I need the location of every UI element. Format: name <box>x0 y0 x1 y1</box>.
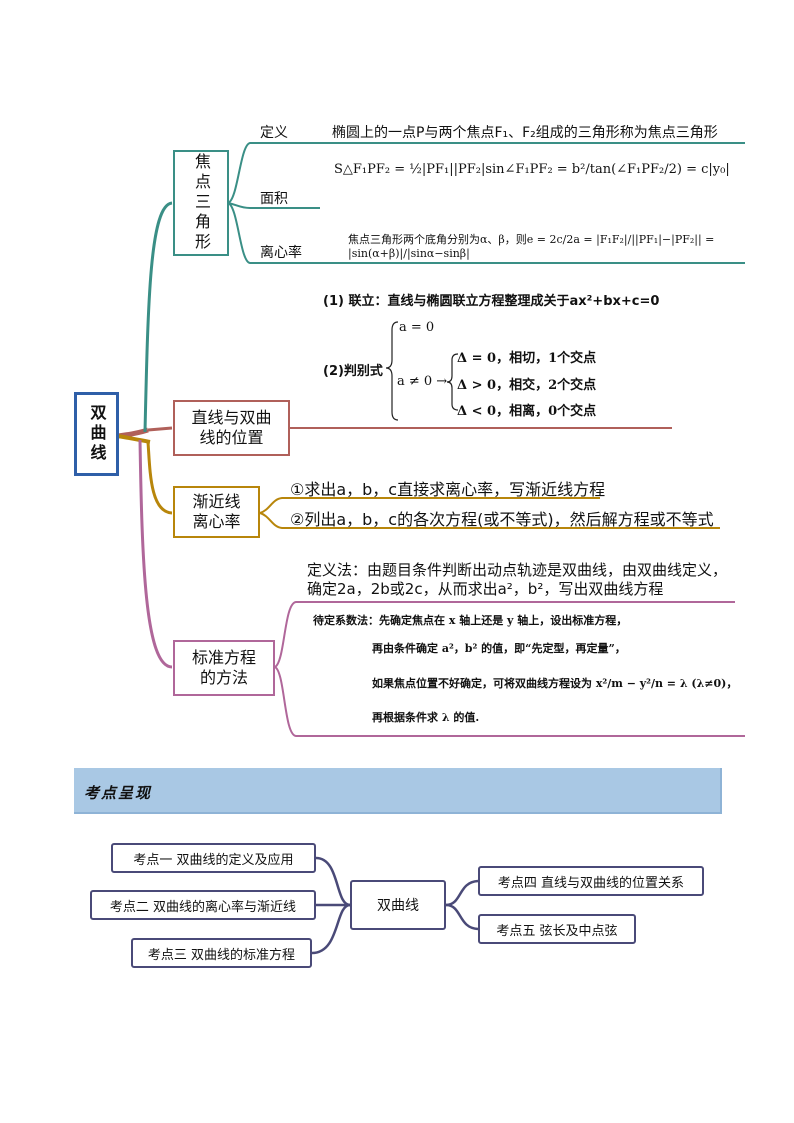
kaodian-2: 考点二 双曲线的离心率与渐近线 <box>90 890 316 920</box>
kaodian-1: 考点一 双曲线的定义及应用 <box>111 843 316 873</box>
branch-asymptote-ecc-title: 渐近线离心率 <box>192 492 241 531</box>
kaodian-3: 考点三 双曲线的标准方程 <box>131 938 312 968</box>
ecc-text: 焦点三角形两个底角分别为α、β，则e = 2c/2a = |F₁F₂|/||PF… <box>348 233 715 260</box>
delta-less: Δ < 0，相离，0个交点 <box>457 404 597 419</box>
kaodian-1-label: 考点一 双曲线的定义及应用 <box>133 852 294 868</box>
branch-line-position: 直线与双曲线的位置 <box>173 400 290 456</box>
kaodian-3-label: 考点三 双曲线的标准方程 <box>147 947 296 963</box>
method-1: ①求出a，b，c直接求离心率，写渐近线方程 <box>290 480 606 499</box>
branch-focal-triangle-title: 焦点三角形 <box>192 153 211 253</box>
method-2: ②列出a，b，c的各次方程(或不等式)，然后解方程或不等式 <box>290 510 714 529</box>
area-formula: S△F₁PF₂ = ½|PF₁||PF₂|sin∠F₁PF₂ = b²/tan(… <box>334 162 730 177</box>
kaodian-2-label: 考点二 双曲线的离心率与渐近线 <box>109 899 297 915</box>
def-text: 椭圆上的一点P与两个焦点F₁、F₂组成的三角形称为焦点三角形 <box>332 125 718 141</box>
kaodian-center: 双曲线 <box>350 880 446 930</box>
branch-standard-equation-title: 标准方程的方法 <box>191 648 256 687</box>
def-label: 定义 <box>260 125 288 141</box>
kaodian-5-label: 考点五 弦长及中点弦 <box>496 923 618 939</box>
kaodian-4: 考点四 直线与双曲线的位置关系 <box>478 866 704 896</box>
ecc-label: 离心率 <box>260 245 302 261</box>
branch-standard-equation: 标准方程的方法 <box>173 640 275 696</box>
case-a-nonzero: a ≠ 0 → <box>397 374 448 389</box>
branch-line-position-title: 直线与双曲线的位置 <box>191 408 272 447</box>
step1: (1) 联立：直线与椭圆联立方程整理成关于ax²+bx+c=0 <box>323 294 660 309</box>
step2: (2)判别式 <box>323 364 383 379</box>
coef-line-2: 再由条件确定 a²，b² 的值，即“先定型，再定量”， <box>372 642 626 655</box>
root-label: 双曲线 <box>87 404 107 464</box>
branch-focal-triangle: 焦点三角形 <box>173 150 229 256</box>
kaodian-center-label: 双曲线 <box>377 898 419 914</box>
section-banner: 考点呈现 <box>74 768 722 814</box>
delta-greater: Δ > 0，相交，2个交点 <box>457 378 597 393</box>
area-label: 面积 <box>260 191 288 207</box>
delta-equal: Δ = 0，相切，1个交点 <box>457 351 597 366</box>
root-node: 双曲线 <box>74 392 119 476</box>
definition-method: 定义法：由题目条件判断出动点轨迹是双曲线，由双曲线定义，确定2a，2b或2c，从… <box>307 561 728 598</box>
kaodian-5: 考点五 弦长及中点弦 <box>478 914 636 944</box>
coef-line-1: 待定系数法：先确定焦点在 x 轴上还是 y 轴上，设出标准方程， <box>313 614 628 627</box>
branch-asymptote-ecc: 渐近线离心率 <box>173 486 260 538</box>
section-title: 考点呈现 <box>84 784 153 802</box>
case-a-zero: a = 0 <box>399 320 435 335</box>
coef-line-3: 如果焦点位置不好确定，可将双曲线方程设为 x²/m − y²/n = λ (λ≠… <box>372 677 738 690</box>
coef-line-4: 再根据条件求 λ 的值. <box>372 711 480 724</box>
kaodian-4-label: 考点四 直线与双曲线的位置关系 <box>497 875 685 891</box>
